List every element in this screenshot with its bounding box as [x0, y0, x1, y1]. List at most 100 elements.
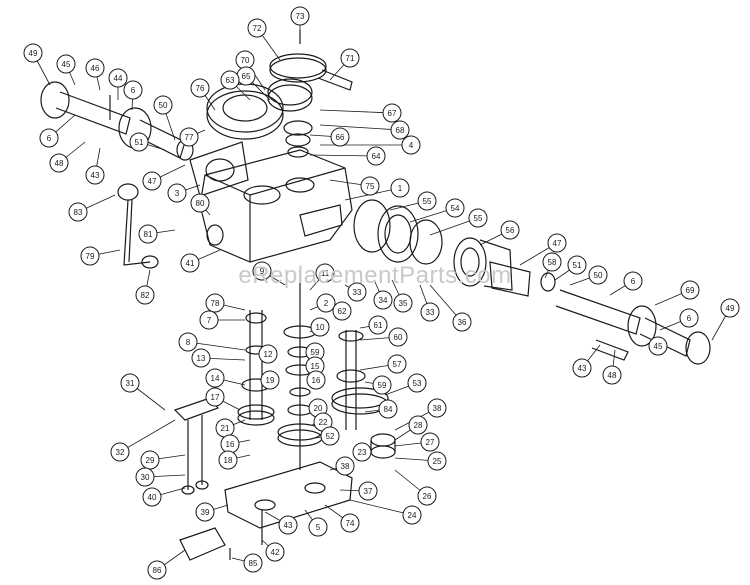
callout-circle [623, 271, 643, 291]
callout-number: 56 [506, 226, 515, 235]
callout-number: 84 [384, 405, 393, 414]
pinion-part [370, 433, 396, 459]
callout-16: 16 [306, 370, 326, 390]
callout-50: 50 [153, 95, 173, 115]
callout-circle [427, 398, 447, 418]
callout-number: 35 [399, 299, 408, 308]
callout-number: 20 [314, 404, 323, 413]
callout-circle [153, 95, 173, 115]
callout-circle [417, 486, 437, 506]
callout-number: 25 [433, 457, 442, 466]
callout-number: 64 [372, 152, 381, 161]
callout-circle [142, 487, 162, 507]
callout-65: 65 [236, 66, 256, 86]
callout-6: 6 [123, 80, 143, 100]
callout-circle [417, 191, 437, 211]
callout-45: 45 [648, 336, 668, 356]
callout-circle [407, 373, 427, 393]
callout-circle [290, 6, 310, 26]
callout-number: 82 [141, 291, 150, 300]
callout-circle [265, 542, 285, 562]
callout-number: 23 [358, 448, 367, 457]
callout-circle [402, 505, 422, 525]
callout-66: 66 [330, 127, 350, 147]
callout-circle [500, 220, 520, 240]
callout-number: 27 [426, 438, 435, 447]
callout-circle [195, 502, 215, 522]
callout-33: 33 [347, 282, 367, 302]
callout-number: 86 [153, 566, 162, 575]
callout-number: 49 [29, 49, 38, 58]
callout-number: 48 [608, 371, 617, 380]
callout-circle [679, 308, 699, 328]
callout-circle [191, 348, 211, 368]
callout-number: 50 [159, 101, 168, 110]
callout-number: 47 [148, 177, 157, 186]
callout-9: 9 [252, 261, 272, 281]
callout-32: 32 [110, 442, 130, 462]
callout-circle [452, 312, 472, 332]
callout-number: 30 [141, 473, 150, 482]
callout-37: 37 [358, 481, 378, 501]
callout-circle [308, 517, 328, 537]
callout-number: 77 [185, 133, 194, 142]
callout-71: 71 [340, 48, 360, 68]
callout-53: 53 [407, 373, 427, 393]
callout-58: 58 [542, 252, 562, 272]
callout-16: 16 [220, 434, 240, 454]
mount-bracket-part [179, 510, 263, 561]
callout-44: 44 [108, 68, 128, 88]
callout-24: 24 [402, 505, 422, 525]
callout-number: 80 [196, 199, 205, 208]
callout-number: 5 [316, 523, 321, 532]
callout-number: 53 [413, 379, 422, 388]
callout-circle [382, 103, 402, 123]
callout-circle [387, 354, 407, 374]
part-drawings [40, 30, 711, 561]
callout-number: 15 [311, 362, 320, 371]
callout-circle [252, 261, 272, 281]
callout-51: 51 [567, 255, 587, 275]
callout-number: 36 [458, 318, 467, 327]
callout-number: 11 [321, 269, 330, 278]
callout-circle [572, 358, 592, 378]
callout-75: 75 [360, 176, 380, 196]
callout-number: 9 [260, 267, 265, 276]
callout-number: 49 [726, 304, 735, 313]
callout-8: 8 [178, 332, 198, 352]
callout-69: 69 [680, 280, 700, 300]
shift-fork-part [173, 397, 219, 495]
callout-number: 6 [687, 314, 692, 323]
callout-number: 31 [126, 379, 135, 388]
callout-circle [680, 280, 700, 300]
callout-49: 49 [23, 43, 43, 63]
callout-68: 68 [390, 120, 410, 140]
callout-circle [199, 310, 219, 330]
callout-number: 63 [226, 76, 235, 85]
callout-number: 58 [548, 258, 557, 267]
callout-13: 13 [191, 348, 211, 368]
callout-circle [138, 224, 158, 244]
callout-84: 84 [378, 399, 398, 419]
callout-number: 45 [62, 60, 71, 69]
callout-circle [316, 293, 336, 313]
callout-circle [567, 255, 587, 275]
callout-circle [388, 327, 408, 347]
callout-number: 43 [91, 171, 100, 180]
callout-circle [468, 208, 488, 228]
callout-circle [320, 426, 340, 446]
callout-circle [390, 178, 410, 198]
callout-number: 16 [312, 376, 321, 385]
callout-81: 81 [138, 224, 158, 244]
callout-number: 34 [379, 296, 388, 305]
callout-number: 46 [91, 64, 100, 73]
callout-number: 37 [364, 487, 373, 496]
callout-number: 4 [409, 141, 414, 150]
callout-circle [547, 233, 567, 253]
callout-circle [56, 54, 76, 74]
callout-circle [420, 432, 440, 452]
callout-85: 85 [243, 553, 263, 573]
shift-lever-part [117, 183, 159, 269]
callout-circle [85, 58, 105, 78]
